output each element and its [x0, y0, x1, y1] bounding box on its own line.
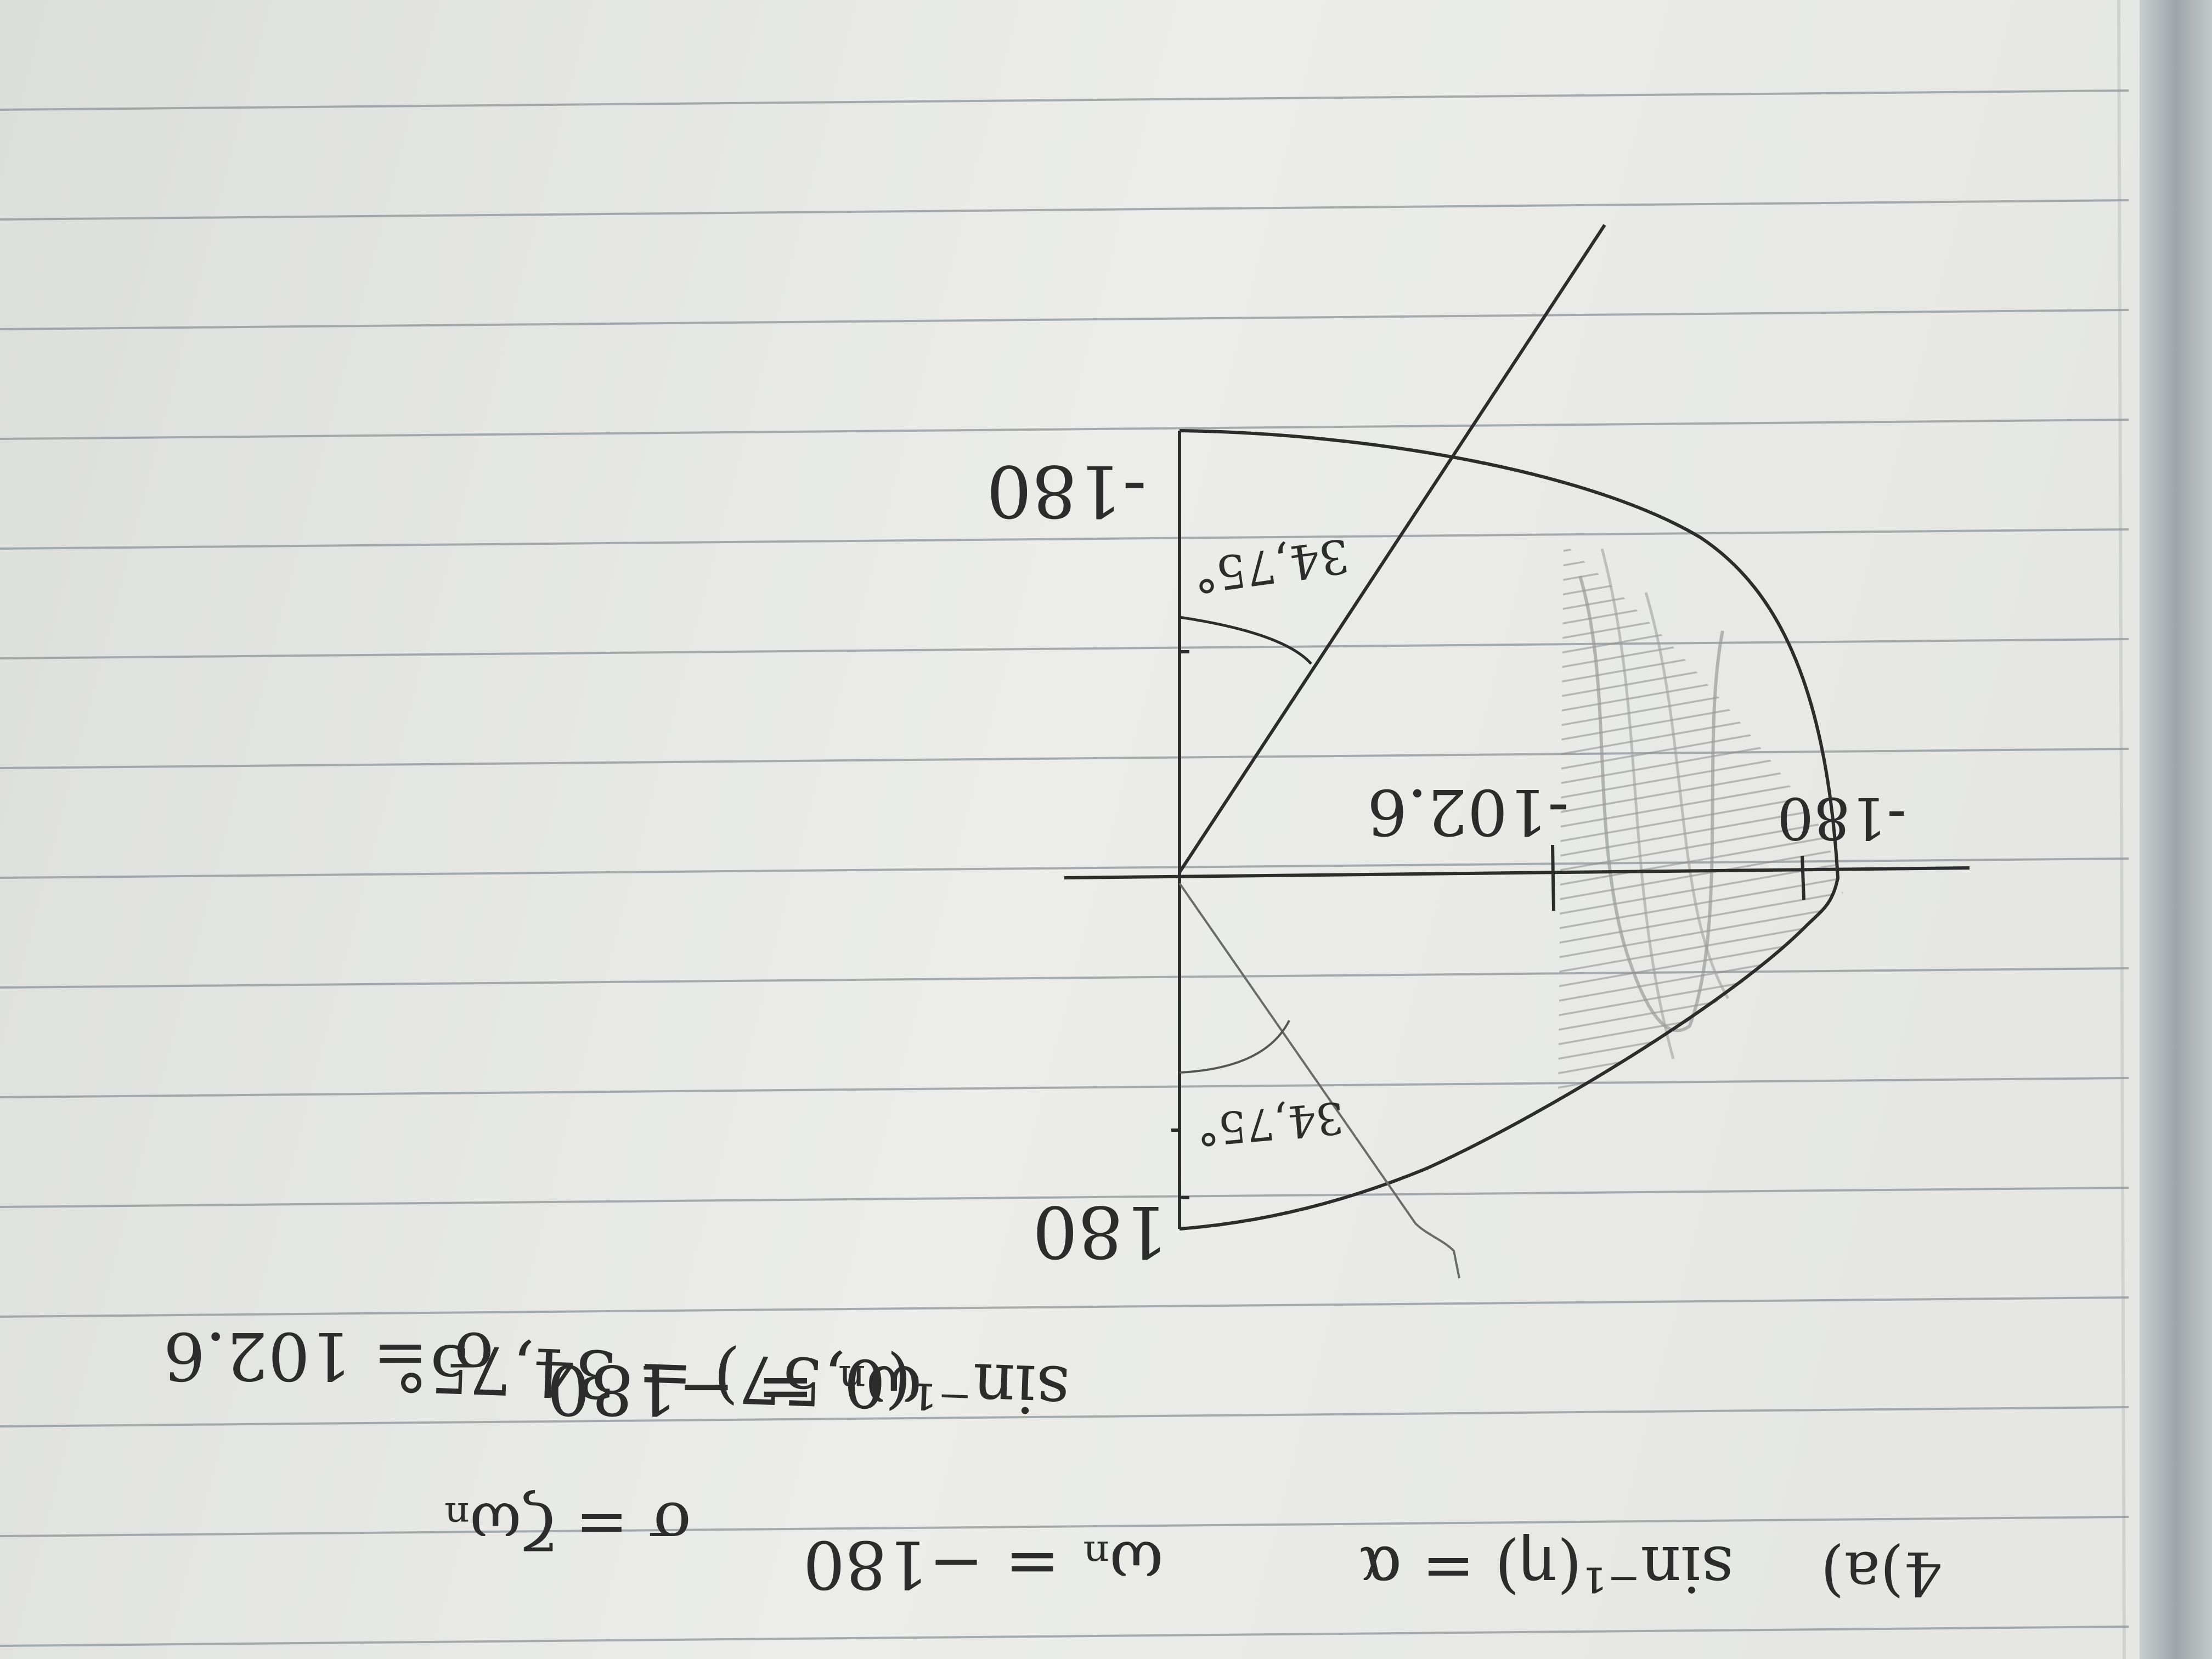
ruled-line — [0, 1296, 2129, 1318]
ruled-line — [0, 748, 2129, 769]
notes-line-2-right: σ = 102.6 — [163, 1317, 494, 1393]
label-bottom: 180 — [1032, 1190, 1169, 1273]
notes: sin⁻¹(0,57) = 34,75° ωₙ = −180 σ = 102.6… — [163, 1317, 1942, 1609]
ruled-line — [0, 1516, 2129, 1537]
ruled-lines — [0, 89, 2129, 1647]
notes-line-1-middle: ωₙ = −180 — [803, 1526, 1163, 1602]
horizontal-axis — [1064, 866, 1970, 879]
notes-line-1-problem: 4)a) — [1821, 1538, 1942, 1609]
ruled-line — [0, 638, 2129, 659]
ruled-line — [0, 309, 2129, 330]
axes — [1064, 431, 1970, 1229]
tick-axis-outer — [1801, 855, 1805, 900]
ruled-line — [0, 1077, 2129, 1098]
ruled-line — [0, 419, 2129, 440]
ruled-line — [0, 1187, 2129, 1208]
notes-line-2-middle: ωₙ = −180 — [546, 1350, 922, 1429]
boundary-curve — [1179, 429, 1840, 1231]
notes-line-1-right: σ = ζωₙ — [442, 1488, 691, 1561]
ruled-line — [0, 1406, 2129, 1427]
label-axis-inner: -102.6 — [1367, 775, 1569, 848]
ruled-line — [0, 89, 2129, 111]
ruled-line — [0, 528, 2129, 550]
angle-arc-upper — [1179, 616, 1312, 665]
ruled-line — [0, 1626, 2129, 1647]
notebook-binding — [2140, 0, 2212, 1659]
damping-line-lower — [1178, 882, 1460, 1279]
page-edge — [2117, 0, 2126, 1659]
ruled-line — [0, 967, 2129, 989]
damping-line-upper — [1178, 224, 1606, 873]
notes-line-1-left: sin⁻¹(η) = α — [1359, 1532, 1734, 1605]
ruled-line — [0, 199, 2129, 221]
label-top: -180 — [986, 449, 1147, 533]
angle-arc-lower — [1179, 1020, 1290, 1074]
sketch-labels: -180 180 -102.6 -180 34,75° 34,75° — [986, 449, 1906, 1273]
tick-axis-inner — [1551, 844, 1555, 911]
label-axis-outer: -180 — [1777, 785, 1906, 851]
